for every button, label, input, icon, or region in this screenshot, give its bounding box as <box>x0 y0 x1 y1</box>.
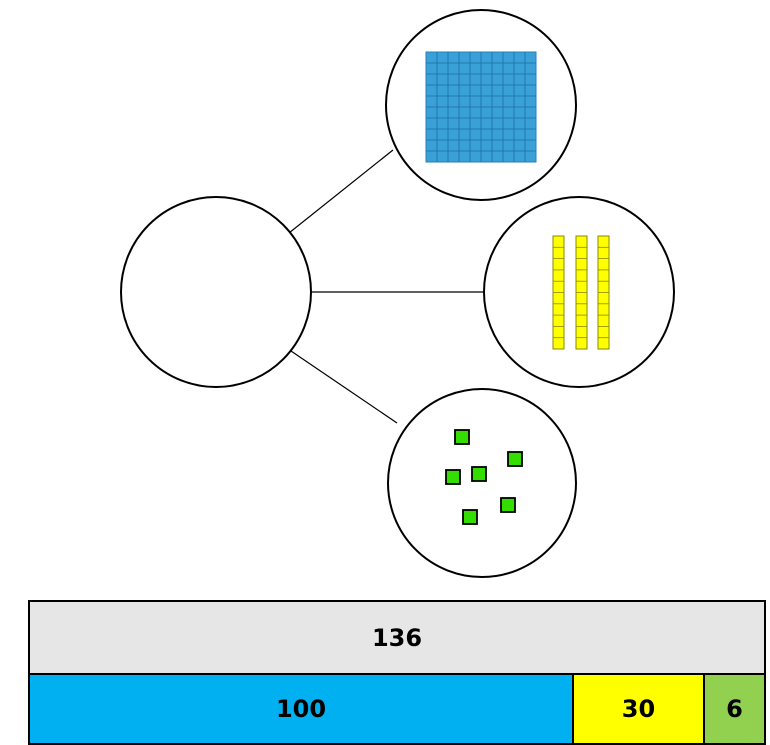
whole-circle <box>120 196 312 388</box>
ten-rod <box>597 235 610 350</box>
bar-model-total-row: 136 <box>28 600 766 675</box>
bar-part-ones: 6 <box>703 673 766 745</box>
part-whole-diagram <box>120 9 675 578</box>
one-cubes-icon <box>445 429 523 525</box>
ten-rod <box>552 235 565 350</box>
connector-ones <box>290 350 398 424</box>
one-cube <box>454 429 470 445</box>
ten-rod <box>575 235 588 350</box>
connector-hundreds <box>288 149 394 234</box>
ones-circle <box>387 388 577 578</box>
bar-model-parts-row: 100 30 6 <box>28 673 766 745</box>
bar-part-tens: 30 <box>572 673 705 745</box>
one-cube <box>500 497 516 513</box>
hundred-block-icon <box>425 51 537 163</box>
one-cube <box>445 469 461 485</box>
one-cube <box>471 466 487 482</box>
ten-rods-icon <box>552 235 610 350</box>
bar-part-hundreds: 100 <box>28 673 574 745</box>
one-cube <box>462 509 478 525</box>
bar-model-total: 136 <box>371 623 423 652</box>
one-cube <box>507 451 523 467</box>
